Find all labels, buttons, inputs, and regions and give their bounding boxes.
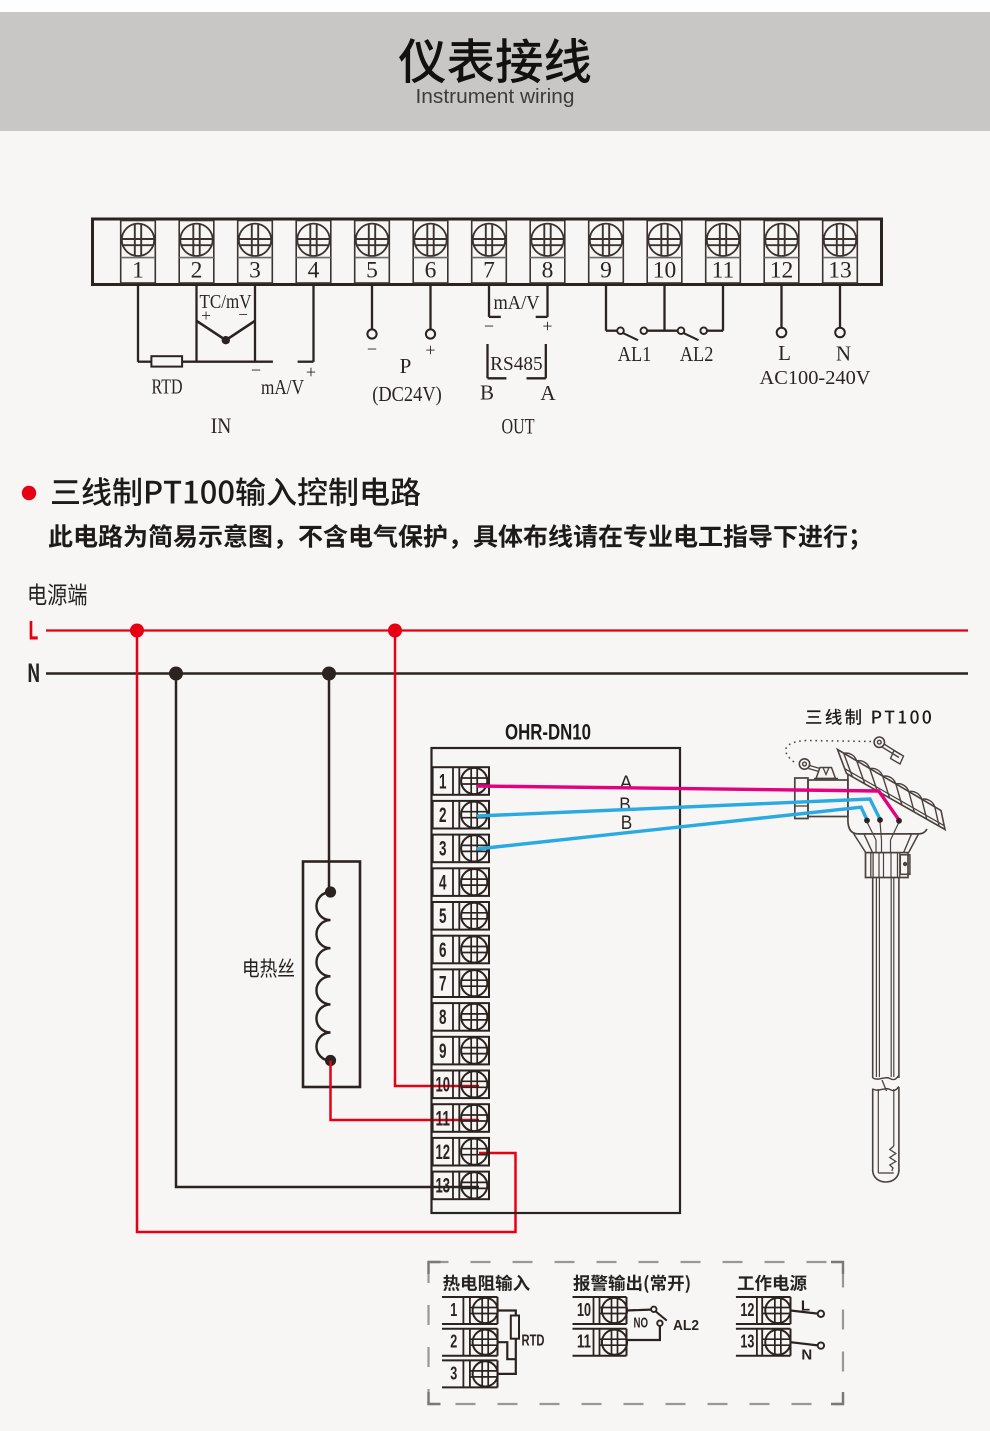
svg-text:8: 8 <box>439 1006 447 1029</box>
svg-text:AL2: AL2 <box>673 1317 699 1334</box>
svg-text:10: 10 <box>653 258 677 284</box>
svg-text:OHR-DN10: OHR-DN10 <box>505 720 591 745</box>
svg-text:AC100-240V: AC100-240V <box>760 367 872 389</box>
svg-text:1: 1 <box>132 258 144 284</box>
svg-text:3: 3 <box>439 838 447 861</box>
svg-text:12: 12 <box>770 258 794 284</box>
svg-text:B: B <box>621 813 633 834</box>
svg-text:7: 7 <box>439 973 447 996</box>
svg-text:AL1: AL1 <box>618 342 652 366</box>
svg-text:13: 13 <box>828 258 852 284</box>
svg-text:B: B <box>480 381 494 405</box>
svg-text:4: 4 <box>439 871 447 894</box>
svg-text:4: 4 <box>308 258 320 284</box>
svg-text:5: 5 <box>366 258 378 284</box>
svg-text:OUT: OUT <box>502 414 535 439</box>
svg-text:8: 8 <box>542 258 554 284</box>
svg-text:mA/V: mA/V <box>494 292 541 314</box>
svg-text:11: 11 <box>436 1107 451 1130</box>
svg-text:9: 9 <box>439 1040 447 1063</box>
svg-text:2: 2 <box>191 258 203 284</box>
svg-text:12: 12 <box>740 1300 754 1320</box>
svg-text:13: 13 <box>436 1175 451 1198</box>
svg-text:9: 9 <box>600 258 612 284</box>
svg-text:−: − <box>367 339 377 359</box>
svg-text:+: + <box>306 362 316 382</box>
svg-text:2: 2 <box>439 804 447 827</box>
svg-text:AL2: AL2 <box>680 342 714 366</box>
svg-text:L: L <box>778 341 791 365</box>
svg-text:−: − <box>484 316 494 336</box>
svg-text:−: − <box>251 360 261 380</box>
svg-text:6: 6 <box>425 258 437 284</box>
svg-text:Instrument wiring: Instrument wiring <box>416 85 575 108</box>
svg-text:3: 3 <box>450 1363 457 1383</box>
svg-text:RTD: RTD <box>152 375 183 399</box>
svg-text:+: + <box>425 340 435 360</box>
svg-text:A: A <box>620 773 633 794</box>
svg-text:N: N <box>801 1347 812 1364</box>
svg-text:+: + <box>201 306 211 325</box>
svg-text:6: 6 <box>439 939 447 962</box>
svg-text:B: B <box>619 795 631 816</box>
svg-text:NO: NO <box>634 1315 649 1332</box>
svg-text:1: 1 <box>450 1300 457 1320</box>
svg-text:+: + <box>542 316 552 336</box>
svg-text:11: 11 <box>712 258 735 284</box>
svg-text:1: 1 <box>439 770 447 793</box>
svg-text:10: 10 <box>577 1300 591 1320</box>
svg-text:5: 5 <box>439 905 447 928</box>
svg-text:2: 2 <box>450 1332 457 1352</box>
svg-text:10: 10 <box>436 1074 451 1097</box>
svg-text:IN: IN <box>211 413 232 438</box>
svg-text:13: 13 <box>740 1332 754 1352</box>
svg-text:P: P <box>400 354 412 378</box>
svg-text:11: 11 <box>577 1332 591 1352</box>
svg-text:3: 3 <box>249 258 261 284</box>
svg-text:RTD: RTD <box>522 1333 545 1350</box>
svg-text:TC/mV: TC/mV <box>200 291 252 313</box>
svg-text:RS485: RS485 <box>490 353 543 375</box>
svg-text:7: 7 <box>483 258 495 284</box>
svg-text:(DC24V): (DC24V) <box>372 382 442 406</box>
svg-text:L: L <box>801 1298 810 1315</box>
svg-text:mA/V: mA/V <box>261 375 304 399</box>
svg-text:A: A <box>540 381 556 405</box>
svg-text:12: 12 <box>436 1141 451 1164</box>
svg-text:N: N <box>836 342 851 366</box>
svg-text:−: − <box>238 305 248 324</box>
